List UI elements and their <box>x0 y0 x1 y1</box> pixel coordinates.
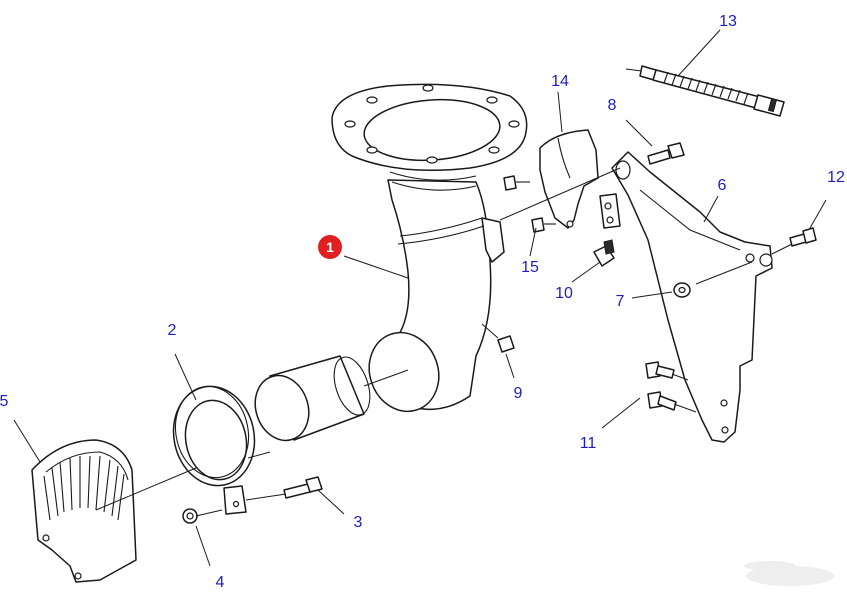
part-9-nut[interactable] <box>497 335 515 353</box>
callout-9-label[interactable]: 9 <box>514 385 523 402</box>
part-4-nut[interactable] <box>182 508 198 524</box>
callout-15-label[interactable]: 15 <box>521 259 539 276</box>
part-13-sensor-cable[interactable] <box>625 65 785 117</box>
part-10-clip[interactable] <box>593 239 615 267</box>
callout-leaders <box>13 29 827 567</box>
callout-4-label[interactable]: 4 <box>216 574 225 591</box>
part-7-washer[interactable] <box>673 282 691 298</box>
watermark-mark <box>744 561 834 586</box>
callout-1[interactable]: 1 <box>318 235 342 259</box>
callout-1-highlight <box>318 235 342 259</box>
assembly-axes <box>95 167 793 517</box>
callout-10-label[interactable]: 10 <box>555 285 573 302</box>
callout-8-label[interactable]: 8 <box>608 97 617 114</box>
callout-14-label[interactable]: 14 <box>551 73 569 90</box>
callout-13-label[interactable]: 13 <box>719 13 737 30</box>
part-12-bolt[interactable] <box>789 227 817 247</box>
part-5-heat-shield[interactable] <box>31 439 137 583</box>
part-2-vband-clamp[interactable] <box>164 379 263 515</box>
part-14-clamp[interactable] <box>539 129 621 229</box>
part-11-bolt[interactable] <box>645 361 677 411</box>
callout-7-label[interactable]: 7 <box>616 293 625 310</box>
part-8-bolt[interactable] <box>647 142 685 165</box>
callout-3-label[interactable]: 3 <box>354 514 363 531</box>
callout-1-label: 1 <box>326 239 334 255</box>
part-1-exhaust-elbow[interactable] <box>331 83 528 421</box>
part-3-bolt[interactable] <box>283 476 323 499</box>
callout-5-label[interactable]: 5 <box>0 393 9 410</box>
part-6-bracket[interactable] <box>611 151 773 443</box>
callout-12-label[interactable]: 12 <box>827 169 845 186</box>
callout-11-label[interactable]: 11 <box>580 435 597 452</box>
callout-6-label[interactable]: 6 <box>718 177 727 194</box>
part-15-bolt[interactable] <box>503 175 556 233</box>
part-sleeve[interactable] <box>247 353 376 448</box>
callout-2-label[interactable]: 2 <box>168 322 177 339</box>
